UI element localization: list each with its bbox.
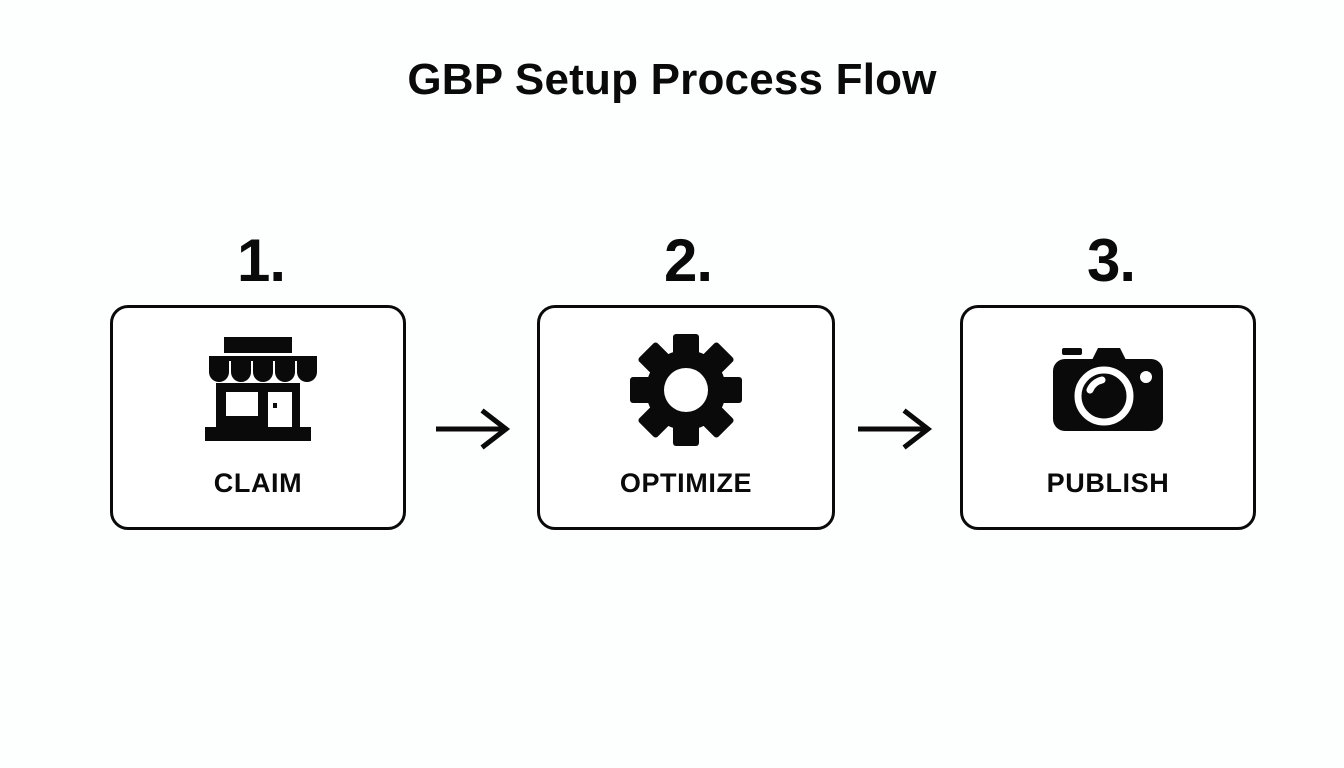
process-flow-row: 1. [110, 228, 1256, 540]
step-number-1: 1. [236, 227, 286, 294]
step-label-publish: PUBLISH [1046, 468, 1170, 498]
process-step-publish: 3. PUBLISH [960, 228, 1262, 540]
step-card-publish[interactable]: PUBLISH [960, 305, 1256, 530]
step-label-optimize: OPTIMIZE [619, 468, 753, 498]
step-number-3: 3. [1086, 227, 1136, 294]
camera-icon [963, 334, 1253, 446]
arrow-right-icon [435, 407, 514, 451]
step-label-claim: CLAIM [213, 468, 303, 498]
page-title: GBP Setup Process Flow [407, 55, 937, 104]
process-step-optimize: 2. [537, 228, 839, 540]
step-card-claim[interactable]: CLAIM [110, 305, 406, 530]
arrow-right-icon-2 [857, 407, 936, 451]
step-number-2: 2. [663, 227, 713, 294]
step-card-optimize[interactable]: OPTIMIZE [537, 305, 835, 530]
process-step-claim: 1. [110, 228, 412, 540]
storefront-icon [113, 334, 403, 446]
gear-icon [540, 334, 832, 446]
